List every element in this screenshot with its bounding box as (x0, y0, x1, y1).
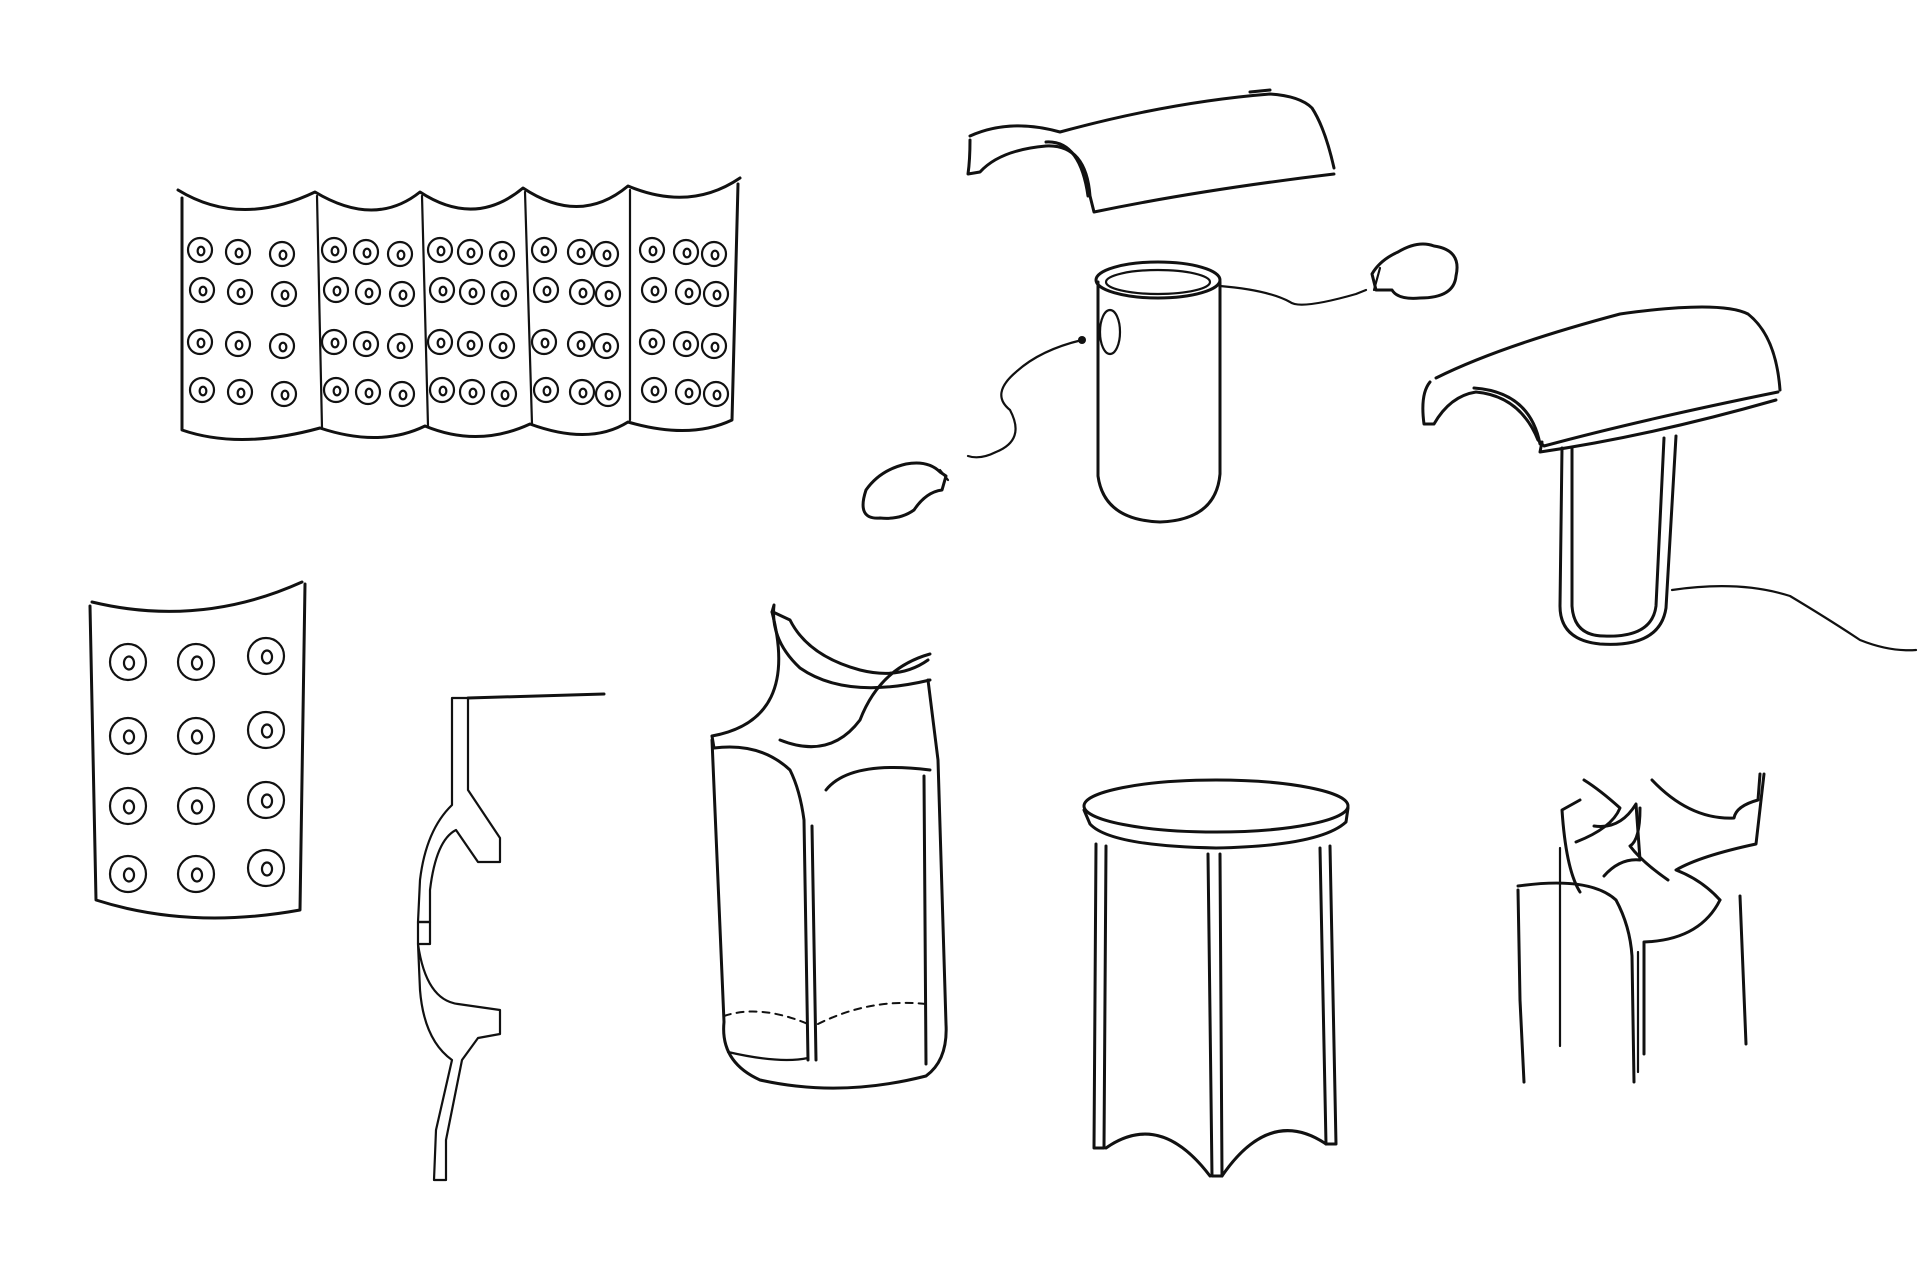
perforation-ring (490, 380, 518, 408)
perforation-ring-large (176, 716, 216, 756)
perforation-ring (640, 376, 668, 404)
round-side-table (1082, 778, 1350, 1178)
perforation-ring (674, 278, 702, 306)
perforation-ring (388, 280, 416, 308)
perforation-ring-large (246, 848, 286, 888)
perforation-ring (566, 238, 594, 266)
perforation-ring (426, 236, 454, 264)
perforation-ring (388, 380, 416, 408)
perforation-ring (320, 236, 348, 264)
perforation-ring-large (108, 642, 148, 682)
perforation-ring-large (108, 716, 148, 756)
perforation-ring (532, 276, 560, 304)
perforation-ring (568, 378, 596, 406)
perforation-ring (224, 330, 252, 358)
single-curved-tile (88, 580, 307, 920)
perforation-ring (386, 240, 414, 268)
perforation-ring (188, 276, 216, 304)
perforation-ring (352, 238, 380, 266)
perforation-ring (672, 330, 700, 358)
perforation-ring (268, 332, 296, 360)
perforation-ring (352, 330, 380, 358)
perforation-ring (456, 238, 484, 266)
perforation-ring-large (246, 780, 286, 820)
perforation-ring (638, 236, 666, 264)
wall-section-profile (416, 692, 606, 1182)
perforation-ring (226, 378, 254, 406)
perforation-ring (186, 236, 214, 264)
perforation-ring (428, 376, 456, 404)
perforation-ring (592, 332, 620, 360)
perforation-ring (458, 378, 486, 406)
perforation-ring (188, 376, 216, 404)
perforation-ring (530, 236, 558, 264)
perforation-ring (490, 280, 518, 308)
perforation-ring-large (176, 786, 216, 826)
perforated-tile-strip (176, 176, 742, 441)
perforation-ring (488, 240, 516, 268)
perforation-ring (224, 238, 252, 266)
perforation-ring (428, 276, 456, 304)
perforation-ring (354, 378, 382, 406)
perforation-ring-large (176, 642, 216, 682)
tile-shade-top (966, 88, 1336, 214)
perforation-ring (700, 240, 728, 268)
perforation-ring (386, 332, 414, 360)
perforation-ring-large (108, 854, 148, 894)
perforation-ring (702, 380, 730, 408)
assembled-tile-lamp (1421, 305, 1918, 652)
perforation-ring (270, 380, 298, 408)
perforation-ring (426, 328, 454, 356)
tile-perforations-large (108, 636, 286, 894)
perforation-ring (458, 278, 486, 306)
perforation-ring (456, 330, 484, 358)
perforation-ring (354, 278, 382, 306)
perforation-ring-large (246, 710, 286, 750)
perforation-ring (594, 280, 622, 308)
perforation-ring (674, 378, 702, 406)
arched-vase-sketch (710, 603, 948, 1090)
perforation-ring (270, 280, 298, 308)
perforation-ring (530, 328, 558, 356)
perforation-ring (592, 240, 620, 268)
perforation-ring (268, 240, 296, 268)
perforation-ring (672, 238, 700, 266)
perforation-ring (702, 280, 730, 308)
tile-perforations (186, 236, 730, 408)
perforation-ring (638, 328, 666, 356)
perforation-ring (568, 278, 596, 306)
perforation-ring (488, 332, 516, 360)
perforation-ring (640, 276, 668, 304)
perforation-ring-large (108, 786, 148, 826)
perforation-ring (322, 376, 350, 404)
star-section-column (1516, 772, 1766, 1084)
perforation-ring (322, 276, 350, 304)
perforation-ring (700, 332, 728, 360)
perforation-ring-large (246, 636, 286, 676)
perforation-ring (320, 328, 348, 356)
perforation-ring (566, 330, 594, 358)
perforation-ring (226, 278, 254, 306)
perforation-ring (186, 328, 214, 356)
lamp-body-with-bulbs (861, 242, 1459, 524)
perforation-ring (594, 380, 622, 408)
perforation-ring (532, 376, 560, 404)
perforation-ring-large (176, 854, 216, 894)
